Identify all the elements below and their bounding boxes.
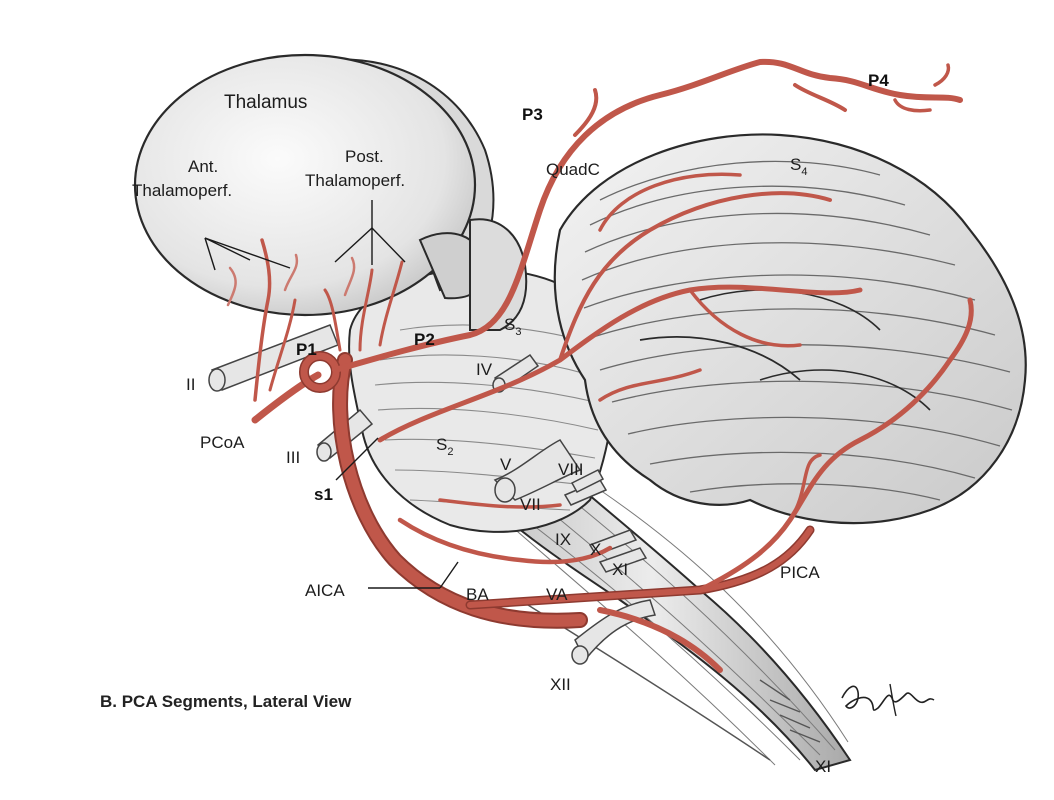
pca-main xyxy=(332,58,963,373)
label-cn-x: X xyxy=(590,540,601,559)
post-thalamoperf-vessel xyxy=(358,268,374,352)
label-thalamus: Thalamus xyxy=(224,92,307,113)
label-s3: S3 xyxy=(504,315,521,338)
ant-thalamoperf-vessel xyxy=(253,238,272,402)
label-p2: P2 xyxy=(414,330,435,349)
label-pica: PICA xyxy=(780,563,820,582)
arteries xyxy=(226,58,974,673)
label-pcoa: PCoA xyxy=(200,433,245,452)
thalamus xyxy=(133,53,528,331)
cranial-nerves xyxy=(208,324,656,665)
label-cn-xii: XII xyxy=(550,675,571,694)
label-cn-v: V xyxy=(500,455,512,474)
nerve-ii-stump xyxy=(208,368,226,392)
label-s2: S2 xyxy=(436,435,453,458)
label-cn-ix: IX xyxy=(555,530,571,549)
label-p1: P1 xyxy=(296,340,317,359)
leader-lines xyxy=(204,200,459,589)
sca-artery xyxy=(377,284,863,443)
label-ba: BA xyxy=(466,585,489,604)
label-aica: AICA xyxy=(305,581,345,600)
label-s4: S4 xyxy=(790,155,807,178)
nerve-xii-stump xyxy=(571,645,589,665)
label-quadc: QuadC xyxy=(546,160,600,179)
label-cn-ii: II xyxy=(186,375,195,394)
pica-artery xyxy=(697,297,974,593)
label-p4: P4 xyxy=(868,71,889,90)
label-cn-xi-lower: XI xyxy=(815,757,831,776)
label-cn-vii: VII xyxy=(520,495,541,514)
label-cn-iii: III xyxy=(286,448,300,467)
nerve-iii-stump xyxy=(316,442,332,462)
label-cn-viii: VIII xyxy=(558,460,584,479)
label-ant-line2: Thalamoperf. xyxy=(132,181,232,200)
label-post-line1: Post. xyxy=(345,147,384,166)
label-va: VA xyxy=(546,585,568,604)
label-post-line2: Thalamoperf. xyxy=(305,171,405,190)
label-ant-line1: Ant. xyxy=(188,157,218,176)
label-p3: P3 xyxy=(522,105,543,124)
nerve-v-stump xyxy=(494,477,516,503)
labels: Thalamus Ant. Thalamoperf. Post. Thalamo… xyxy=(100,71,889,776)
pcoa-artery xyxy=(251,371,322,424)
aica-artery xyxy=(397,517,613,565)
cerebellum xyxy=(553,133,1027,525)
artist-signature xyxy=(841,683,935,717)
label-cn-xi-upper: XI xyxy=(612,560,628,579)
figure-caption: B. PCA Segments, Lateral View xyxy=(100,692,352,711)
label-cn-iv: IV xyxy=(476,360,493,379)
label-s1: s1 xyxy=(314,485,333,504)
